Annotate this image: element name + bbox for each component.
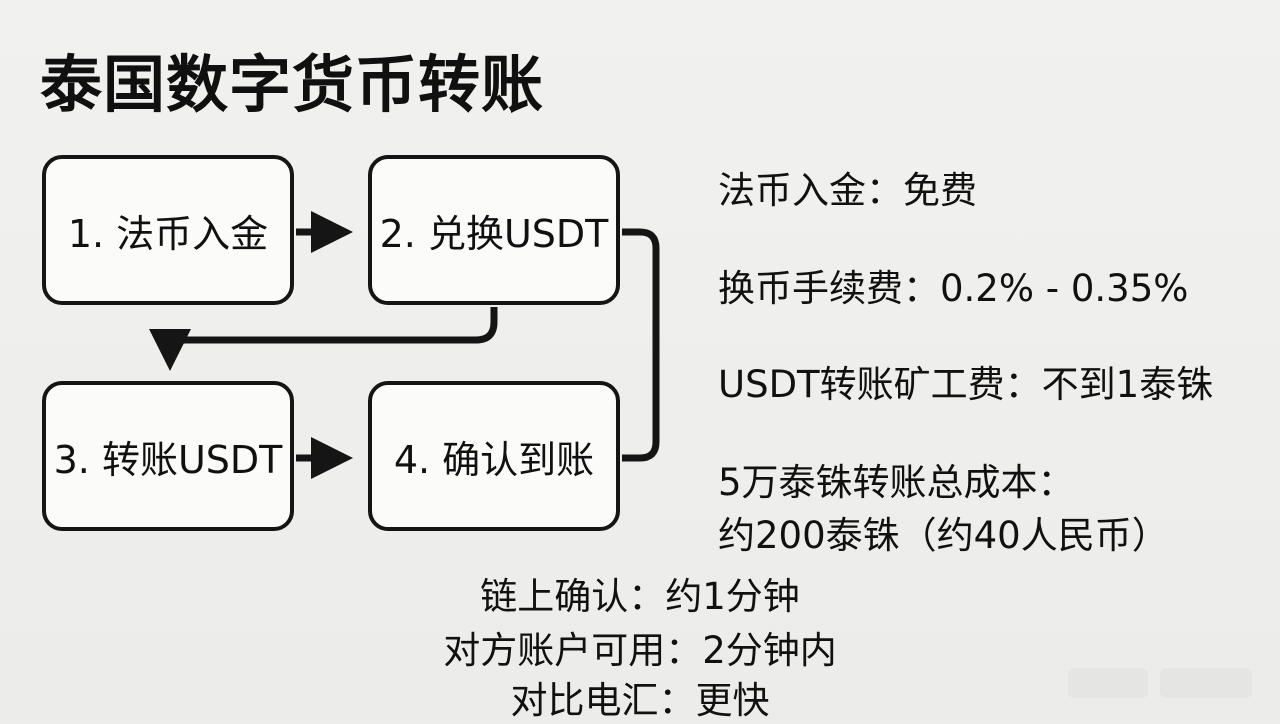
connector-step2-to-step4 xyxy=(622,228,660,462)
page-title: 泰国数字货币转账 xyxy=(40,48,545,121)
total-cost-value: 约200泰铢（约40人民币） xyxy=(718,514,1169,557)
comparison-text: 对比电汇：更快 xyxy=(510,679,770,722)
arrow-step2-to-step3 xyxy=(149,307,498,371)
available-time-text: 对方账户可用：2分钟内 xyxy=(443,629,837,672)
step-box-3: 3. 转账USDT xyxy=(42,381,294,531)
step-box-4: 4. 确认到账 xyxy=(368,381,620,531)
watermark-block xyxy=(1068,668,1148,698)
watermark-block xyxy=(1160,668,1252,698)
step-box-1: 1. 法币入金 xyxy=(42,155,294,305)
network-fee-text: USDT转账矿工费：不到1泰铢 xyxy=(718,363,1214,406)
step-label-2: 2. 兑换USDT xyxy=(379,211,609,256)
step-box-2: 2. 兑换USDT xyxy=(368,155,620,305)
step-label-4: 4. 确认到账 xyxy=(393,437,595,482)
total-cost-label: 5万泰铢转账总成本： xyxy=(718,461,1075,504)
deposit-fee-text: 法币入金：免费 xyxy=(718,169,977,212)
step-label-1: 1. 法币入金 xyxy=(67,211,269,256)
exchange-fee-text: 换币手续费：0.2% - 0.35% xyxy=(718,267,1189,310)
confirm-time-text: 链上确认：约1分钟 xyxy=(480,575,800,618)
step-label-3: 3. 转账USDT xyxy=(53,437,283,482)
